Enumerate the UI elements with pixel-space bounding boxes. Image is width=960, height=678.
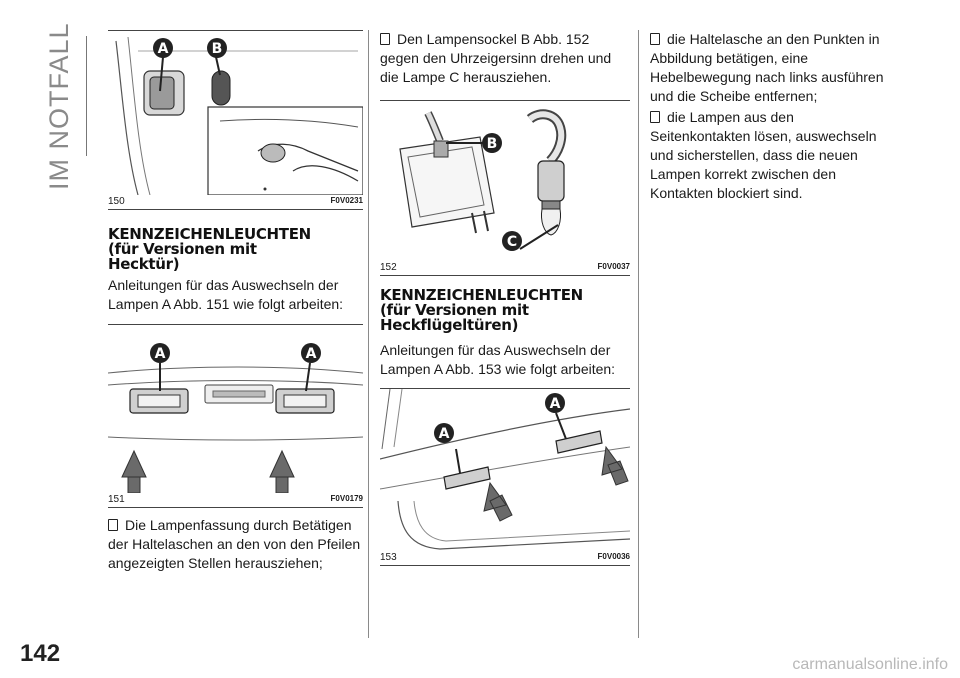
step-text: die Lampen aus den Seitenkontakten lösen… (650, 109, 877, 201)
column-divider (638, 30, 639, 638)
figure-150-caption: 150 F0V0231 (108, 195, 363, 210)
figure-153: A A 153 F0V0036 (380, 388, 630, 566)
figure-number: 152 (380, 262, 397, 273)
figure-code: F0V0037 (597, 262, 630, 271)
section-heading-line: Heckflügeltüren) (380, 316, 519, 334)
intro-paragraph: Anleitungen für das Auswechseln der Lamp… (108, 277, 344, 312)
section-heading-line: (für Versionen mit (108, 240, 257, 258)
section-rule (86, 36, 87, 156)
figure-number: 151 (108, 494, 125, 505)
figure-150-label-b: B (212, 41, 223, 57)
section-title: IM NOTFALL (30, 22, 90, 190)
figure-number: 150 (108, 196, 125, 207)
instruction-step: die Lampen aus den Seitenkontakten lösen… (650, 108, 895, 203)
figure-152: B C 152 F0V0037 (380, 100, 630, 276)
figure-153-label-a2: A (550, 396, 561, 412)
intro-paragraph: Anleitungen für das Auswechseln der Lamp… (380, 342, 616, 377)
step-text: Die Lampenfassung durch Betätigen der Ha… (108, 517, 361, 571)
figure-153-drawing: A A (380, 389, 630, 550)
checkbox-bullet-icon (650, 111, 660, 123)
figure-number: 153 (380, 552, 397, 563)
figure-code: F0V0036 (597, 552, 630, 561)
instruction-step: die Haltelasche an den Punkten in Abbild… (650, 30, 895, 106)
step-text: die Haltelasche an den Punkten in Abbild… (650, 31, 884, 104)
checkbox-bullet-icon (650, 33, 660, 45)
figure-151-drawing: A A (108, 343, 363, 493)
figure-152-drawing: B C (399, 109, 567, 251)
figure-152-caption: 152 F0V0037 (380, 261, 630, 276)
checkbox-bullet-icon (108, 519, 118, 531)
figure-152-label-b: B (487, 136, 498, 152)
figure-151: A A 151 F0V0179 (108, 324, 363, 508)
figure-151-caption: 151 F0V0179 (108, 493, 363, 508)
checkbox-bullet-icon (380, 33, 390, 45)
figure-153-caption: 153 F0V0036 (380, 551, 630, 566)
watermark: carmanualsonline.info (792, 656, 948, 673)
section-title-text: IM NOTFALL (44, 22, 74, 190)
section-heading-line: (für Versionen mit (380, 301, 529, 319)
figure-153-label-a1: A (439, 426, 450, 442)
figure-151-label-a1: A (155, 346, 166, 362)
instruction-step: Den Lampensockel B Abb. 152 gegen den Uh… (380, 30, 630, 87)
column-divider (368, 30, 369, 638)
figure-code: F0V0179 (330, 494, 363, 503)
section-heading-line: Hecktür) (108, 255, 180, 273)
page-number: 142 (20, 640, 61, 667)
figure-150: A B 150 F0V0231 (108, 30, 363, 210)
figure-code: F0V0231 (330, 196, 363, 205)
figure-152-label-c: C (507, 234, 517, 250)
instruction-step: Die Lampenfassung durch Betätigen der Ha… (108, 516, 363, 573)
heading-block: KENNZEICHENLEUCHTEN (für Versionen mit H… (108, 227, 363, 272)
figure-150-drawing: A B (115, 36, 363, 195)
step-text: Den Lampensockel B Abb. 152 gegen den Uh… (380, 31, 612, 85)
section-heading-line: KENNZEICHENLEUCHTEN (108, 225, 311, 243)
heading-block: KENNZEICHENLEUCHTEN (für Versionen mit H… (380, 288, 630, 333)
figure-151-label-a2: A (306, 346, 317, 362)
figure-150-label-a: A (158, 41, 169, 57)
section-heading-line: KENNZEICHENLEUCHTEN (380, 286, 583, 304)
